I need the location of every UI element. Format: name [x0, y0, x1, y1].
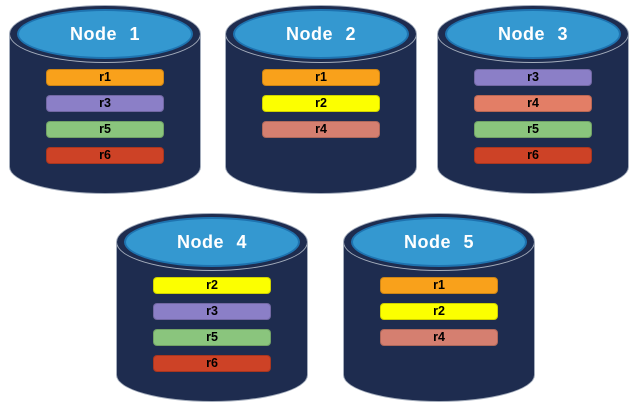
- replica-bar-r4: r4: [262, 121, 380, 138]
- cylinder-top-ellipse: Node 1: [9, 5, 201, 63]
- replica-bar-r1: r1: [380, 277, 498, 294]
- node-title: Node 3: [497, 23, 568, 44]
- node-cylinder-4: Node 4 r2 r3 r5 r6: [116, 213, 308, 402]
- node-cylinder-2: Node 2 r1 r2 r4: [225, 5, 417, 194]
- node-title: Node 1: [69, 23, 140, 44]
- replica-bar-r5: r5: [46, 121, 164, 138]
- replica-bar-r2: r2: [262, 95, 380, 112]
- replica-bar-r1: r1: [262, 69, 380, 86]
- cylinder-top-blue-ellipse: Node 4: [124, 217, 300, 267]
- replica-bar-r4: r4: [380, 329, 498, 346]
- replica-bar-list: r2 r3 r5 r6: [153, 277, 271, 381]
- replica-bar-r6: r6: [46, 147, 164, 164]
- cylinder-top-blue-ellipse: Node 5: [351, 217, 527, 267]
- replica-bar-list: r1 r2 r4: [380, 277, 498, 355]
- replica-bar-r4: r4: [474, 95, 592, 112]
- node-title: Node 4: [176, 231, 247, 252]
- replica-bar-r1: r1: [46, 69, 164, 86]
- replica-bar-r5: r5: [474, 121, 592, 138]
- cylinder-top-ellipse: Node 5: [343, 213, 535, 271]
- replica-bar-r2: r2: [153, 277, 271, 294]
- replica-bar-r5: r5: [153, 329, 271, 346]
- cylinder-top-ellipse: Node 2: [225, 5, 417, 63]
- replica-bar-r2: r2: [380, 303, 498, 320]
- cylinder-top-ellipse: Node 3: [437, 5, 629, 63]
- cylinder-top-blue-ellipse: Node 1: [17, 9, 193, 59]
- node-cylinder-3: Node 3 r3 r4 r5 r6: [437, 5, 629, 194]
- node-cylinder-1: Node 1 r1 r3 r5 r6: [9, 5, 201, 194]
- replica-bar-r6: r6: [474, 147, 592, 164]
- replica-bar-list: r1 r2 r4: [262, 69, 380, 147]
- replica-bar-r6: r6: [153, 355, 271, 372]
- cylinder-top-ellipse: Node 4: [116, 213, 308, 271]
- replica-bar-list: r3 r4 r5 r6: [474, 69, 592, 173]
- replica-bar-r3: r3: [153, 303, 271, 320]
- node-cylinder-5: Node 5 r1 r2 r4: [343, 213, 535, 402]
- cylinder-top-blue-ellipse: Node 3: [445, 9, 621, 59]
- cylinder-top-blue-ellipse: Node 2: [233, 9, 409, 59]
- node-title: Node 5: [403, 231, 474, 252]
- replica-bar-list: r1 r3 r5 r6: [46, 69, 164, 173]
- replica-bar-r3: r3: [474, 69, 592, 86]
- replica-bar-r3: r3: [46, 95, 164, 112]
- node-title: Node 2: [285, 23, 356, 44]
